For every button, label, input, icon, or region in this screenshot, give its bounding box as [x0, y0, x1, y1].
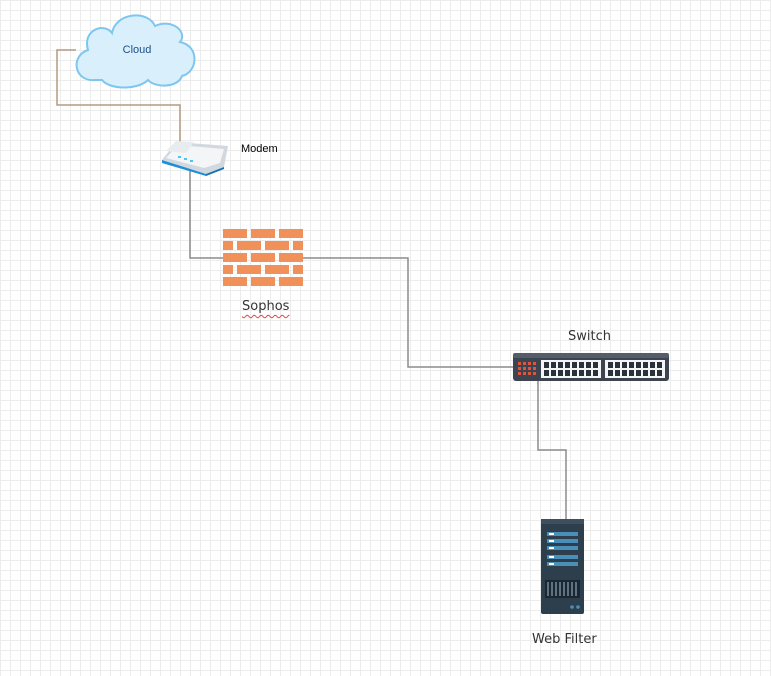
- sophos-node[interactable]: [223, 229, 303, 286]
- connector-switch-webfilter[interactable]: [537, 380, 567, 520]
- modem-icon: [162, 141, 228, 176]
- modem-node[interactable]: [162, 141, 228, 176]
- connector-modem-sophos[interactable]: [189, 168, 224, 259]
- sophos-label: Sophos: [242, 299, 290, 314]
- web-filter-node[interactable]: [541, 519, 584, 614]
- firewall-icon: [223, 229, 303, 286]
- connector-sophos-switch[interactable]: [303, 257, 514, 368]
- server-icon: [541, 519, 584, 614]
- web-filter-label: Web Filter: [532, 632, 597, 647]
- cloud-label: Cloud: [123, 44, 152, 56]
- cloud-node[interactable]: Cloud: [75, 14, 196, 89]
- switch-label: Switch: [568, 329, 611, 344]
- cloud-icon: [75, 14, 196, 89]
- modem-label: Modem: [241, 143, 278, 155]
- switch-node[interactable]: [513, 353, 669, 381]
- network-switch-icon: [513, 353, 669, 381]
- connector-cloud-modem[interactable]: [56, 49, 181, 143]
